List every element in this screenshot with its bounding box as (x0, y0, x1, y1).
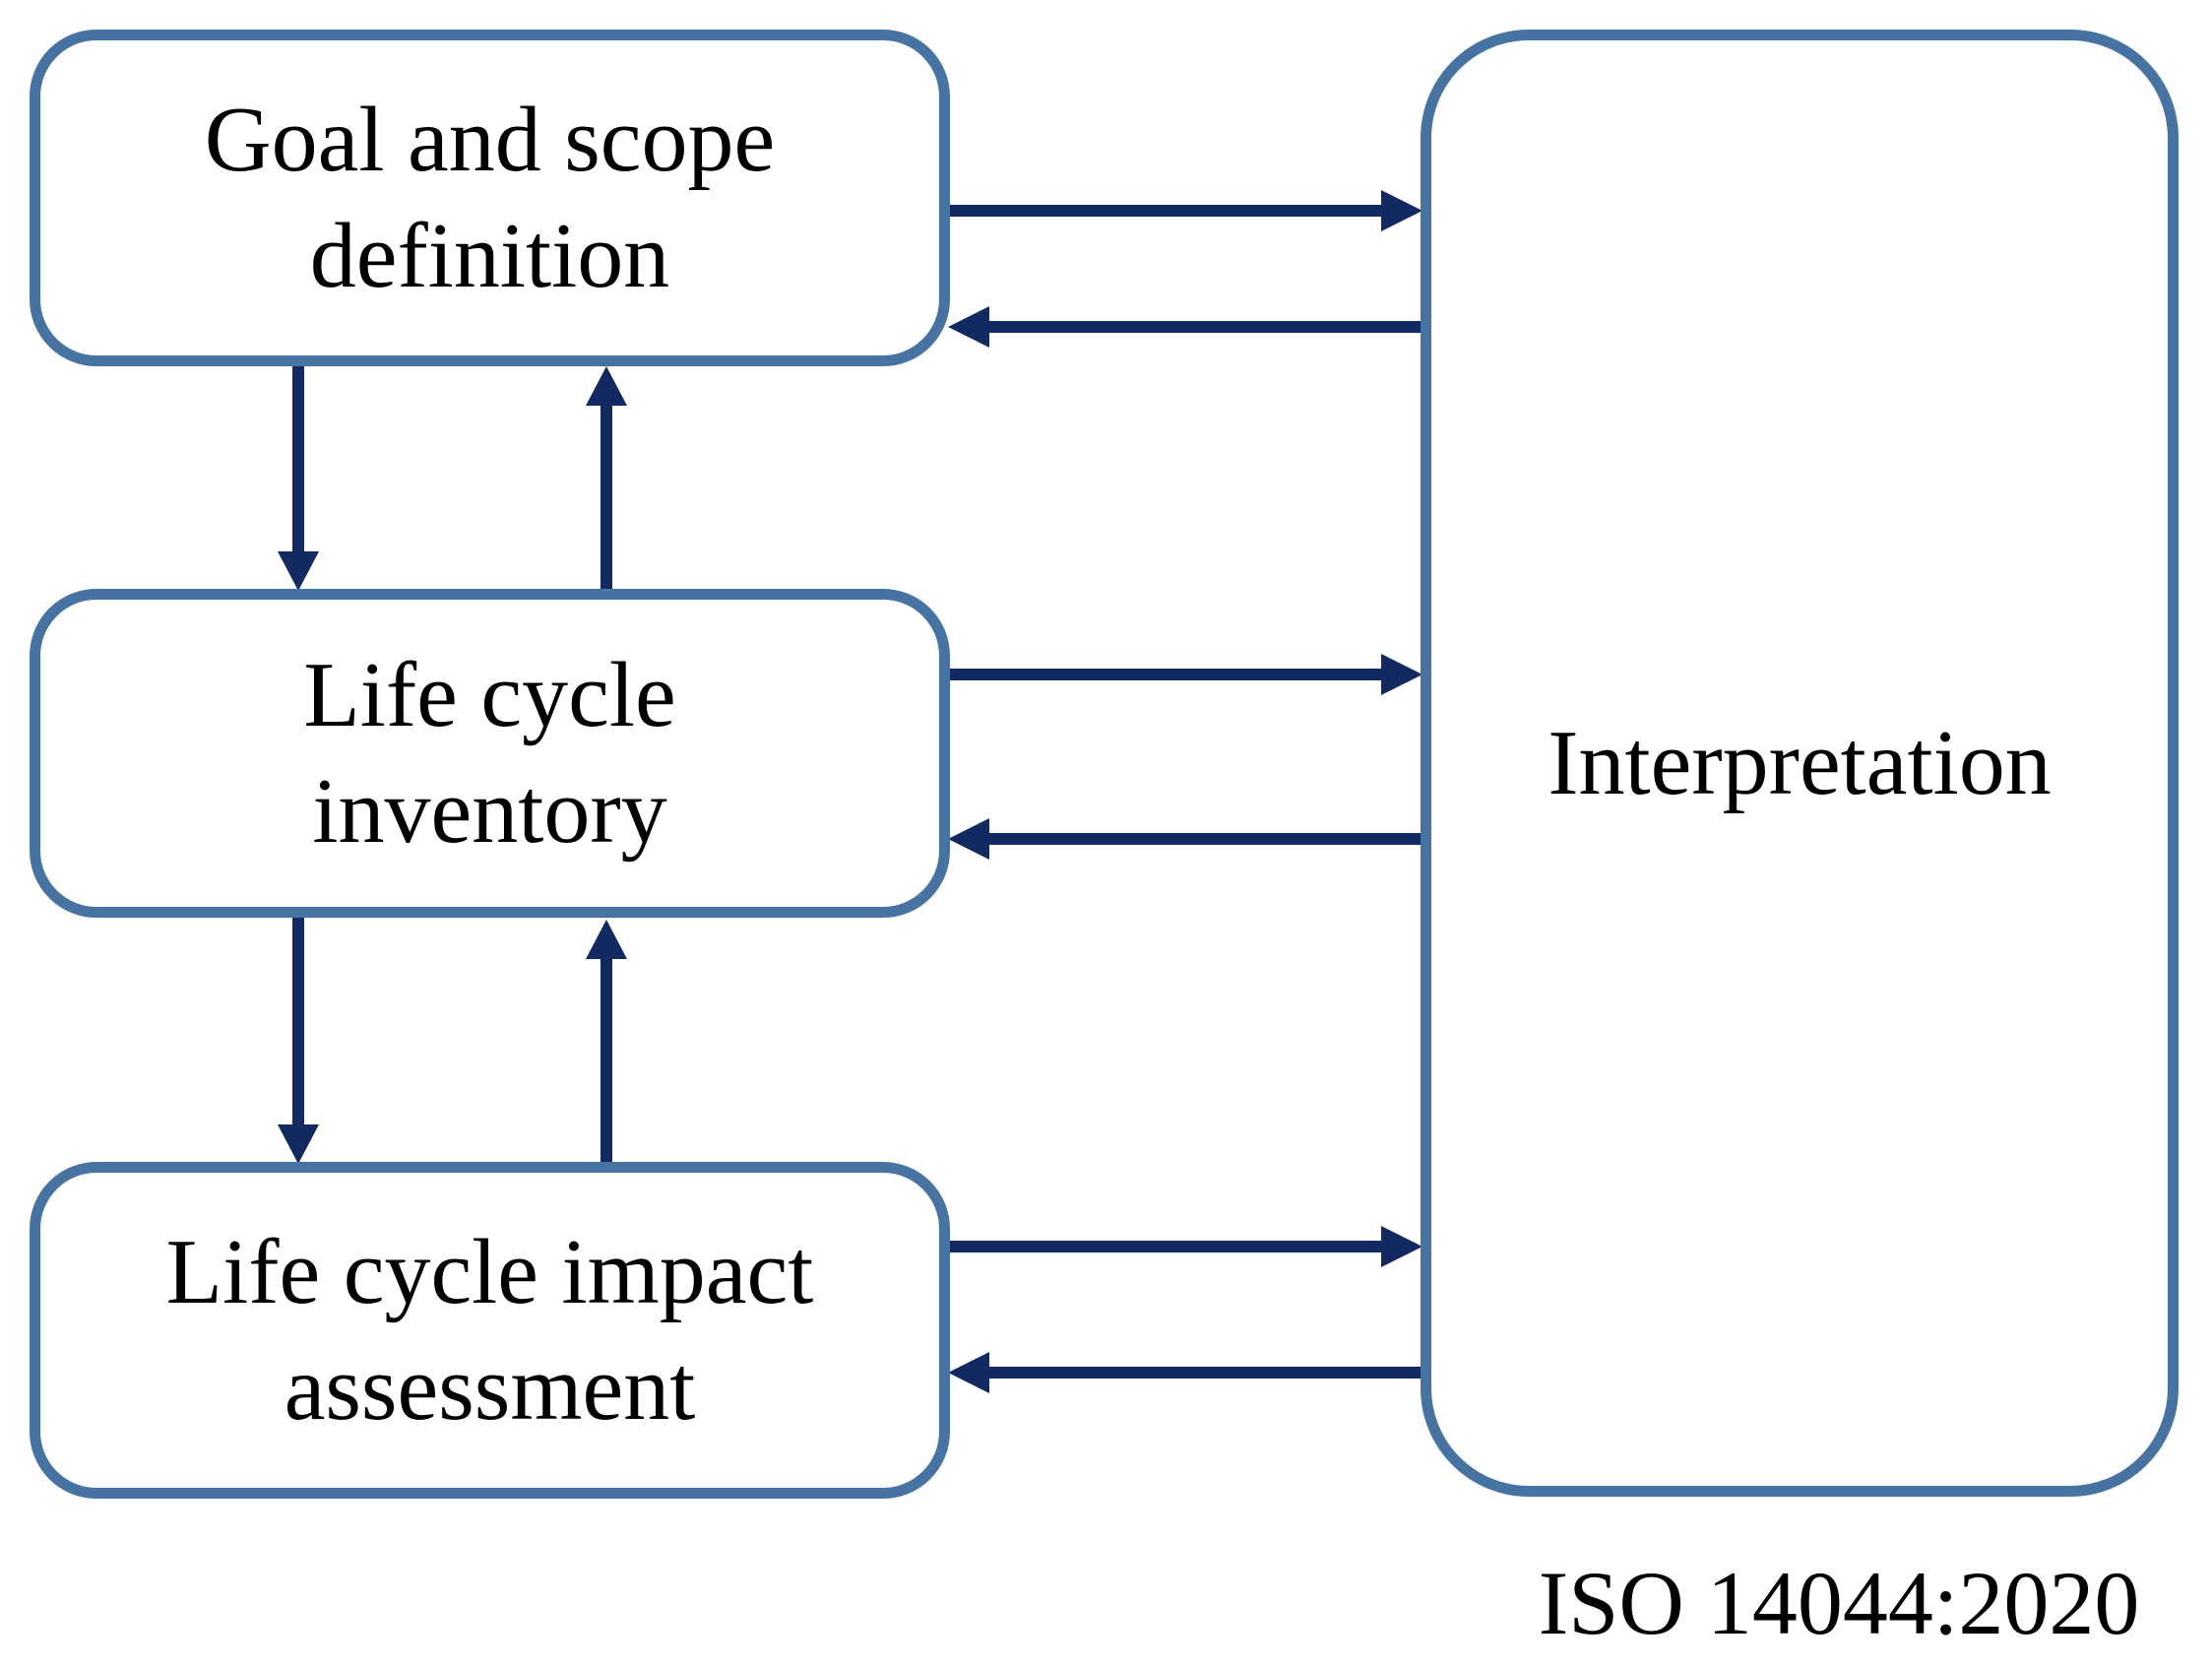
goal-and-scope-box: Goal and scope definition (30, 30, 950, 366)
arrow-inventory-to-impact-icon (278, 918, 319, 1164)
interpretation-label: Interpretation (1548, 711, 2052, 814)
life-cycle-inventory-label: Life cycle inventory (303, 643, 676, 863)
interpretation-box: Interpretation (1421, 30, 2179, 1497)
arrow-interpretation-to-inventory-icon (948, 818, 1422, 860)
life-cycle-impact-assessment-box: Life cycle impact assessment (30, 1162, 950, 1499)
life-cycle-impact-assessment-label: Life cycle impact assessment (165, 1220, 814, 1440)
arrow-impact-to-interpretation-icon (950, 1226, 1422, 1267)
arrow-interpretation-to-goal-icon (948, 306, 1422, 348)
arrow-interpretation-to-impact-icon (948, 1352, 1422, 1393)
arrow-goal-to-inventory-icon (278, 366, 319, 591)
arrow-inventory-to-goal-icon (586, 366, 627, 589)
arrow-inventory-to-interpretation-icon (950, 654, 1422, 695)
arrow-goal-to-interpretation-icon (950, 190, 1422, 231)
life-cycle-inventory-box: Life cycle inventory (30, 589, 950, 918)
iso-standard-caption: ISO 14044:2020 (1538, 1553, 2140, 1653)
arrow-impact-to-inventory-icon (586, 920, 627, 1162)
goal-and-scope-label: Goal and scope definition (204, 88, 776, 307)
